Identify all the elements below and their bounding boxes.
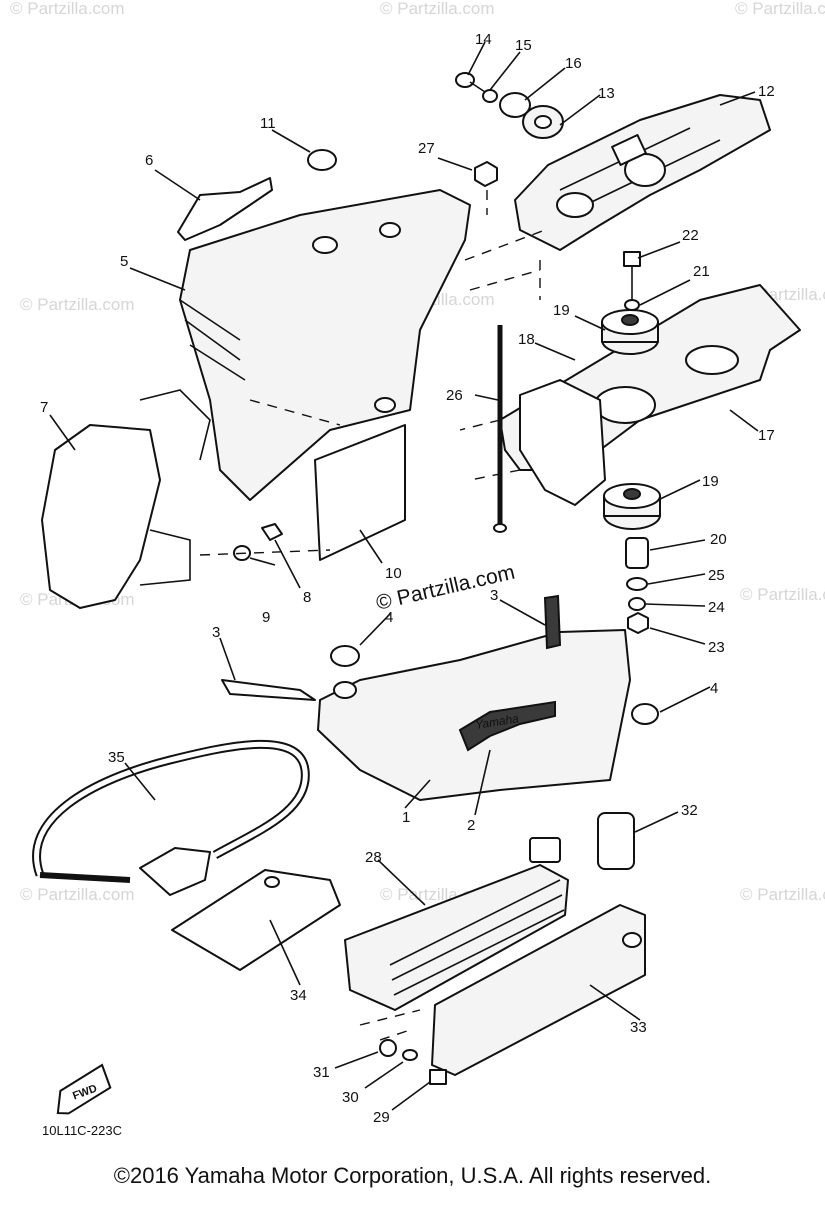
- copyright-notice: ©2016 Yamaha Motor Corporation, U.S.A. A…: [113, 1163, 712, 1188]
- part-12-battery-cover: [514, 94, 771, 251]
- part-18-mount-bracket: [519, 379, 606, 506]
- part-10-label: [314, 424, 406, 561]
- part-27-nut: [474, 161, 498, 187]
- part-6-bracket: [177, 177, 273, 241]
- callout-21: 21: [693, 263, 710, 280]
- emblem-text: Yamaha: [474, 711, 520, 732]
- callout-11: 11: [260, 115, 276, 132]
- callout-20: 20: [710, 531, 727, 548]
- callout-30: 30: [342, 1089, 359, 1106]
- callout-12: 12: [758, 83, 775, 100]
- callout-35: 35: [108, 749, 125, 766]
- callout-29: 29: [373, 1109, 390, 1126]
- callout-13: 13: [598, 85, 615, 102]
- part-30-washer: [402, 1049, 418, 1061]
- part-13-16-grommet-stack: [455, 72, 564, 139]
- callout-26: 26: [446, 387, 463, 404]
- callout-3a: 3: [490, 587, 498, 604]
- part-1-side-cover: [317, 629, 631, 801]
- part-21-washer: [624, 299, 640, 311]
- part-24-spring-washer: [628, 597, 646, 611]
- part-4-grommet-right: [631, 703, 659, 725]
- watermark: © Partzilla.com: [740, 885, 825, 904]
- part-22-bolt: [623, 251, 641, 267]
- callout-15: 15: [515, 37, 532, 54]
- watermark: © Partzilla.com: [10, 0, 125, 18]
- callout-6: 6: [145, 152, 153, 169]
- callout-2: 2: [467, 817, 475, 834]
- callout-9: 9: [262, 609, 270, 626]
- watermark: © Partzilla.com: [20, 885, 135, 904]
- callout-24: 24: [708, 599, 725, 616]
- part-5-side-cover: [179, 189, 471, 501]
- watermark: © Partzilla.com: [740, 585, 825, 604]
- part-20-collar: [625, 537, 649, 569]
- callout-25: 25: [708, 567, 725, 584]
- part-35-connector: [139, 847, 211, 896]
- callout-34: 34: [290, 987, 307, 1004]
- callout-23: 23: [708, 639, 725, 656]
- leader-lines: [49, 41, 759, 1111]
- part-29-bolt: [429, 1069, 447, 1085]
- part-11-grommet: [307, 149, 337, 171]
- callout-14: 14: [475, 31, 492, 48]
- part-4-grommet-top: [330, 645, 360, 667]
- callout-8: 8: [303, 589, 311, 606]
- watermark: © Partzilla.com: [735, 0, 825, 18]
- part-28-battery: [344, 837, 569, 1011]
- diagram-code: 10L11C-223C: [42, 1123, 122, 1138]
- callout-4a: 4: [385, 609, 393, 626]
- callout-10: 10: [385, 565, 402, 582]
- watermark: © Partzilla.com: [380, 0, 495, 18]
- part-7-panel: [41, 424, 161, 609]
- part-32-pad: [597, 812, 635, 870]
- part-3-strip-upper: [543, 594, 562, 650]
- callout-28: 28: [365, 849, 382, 866]
- part-3-strip-left: [221, 679, 316, 701]
- callout-27: 27: [418, 140, 435, 157]
- part-8-clip: [261, 523, 283, 541]
- part-25-washer: [626, 577, 648, 591]
- callout-7: 7: [40, 399, 48, 416]
- callout-31: 31: [313, 1064, 330, 1081]
- watermark: © Partzilla.com: [20, 295, 135, 314]
- callout-17: 17: [758, 427, 775, 444]
- callout-16: 16: [565, 55, 582, 72]
- callout-22: 22: [682, 227, 699, 244]
- callout-5: 5: [120, 253, 128, 270]
- part-31-nut: [379, 1039, 397, 1057]
- callout-19b: 19: [702, 473, 719, 490]
- part-19-damper-upper: [601, 309, 659, 355]
- part-34-sheet: [171, 869, 341, 971]
- callout-19a: 19: [553, 302, 570, 319]
- part-2-emblem: [458, 700, 556, 752]
- callout-layer: 1 2 3 3 4 4 5 6 7 8 9 10 11 12 13 14 15 …: [40, 31, 775, 1126]
- callout-32: 32: [681, 802, 698, 819]
- front-arrow-icon: FWD: [56, 1063, 112, 1115]
- callout-4b: 4: [710, 680, 718, 697]
- callout-18: 18: [518, 331, 535, 348]
- part-33-cover: [431, 904, 646, 1076]
- part-19-damper-lower: [603, 483, 661, 530]
- part-23-nut: [627, 612, 649, 634]
- callout-3b: 3: [212, 624, 220, 641]
- callout-1: 1: [402, 809, 410, 826]
- callout-33: 33: [630, 1019, 647, 1036]
